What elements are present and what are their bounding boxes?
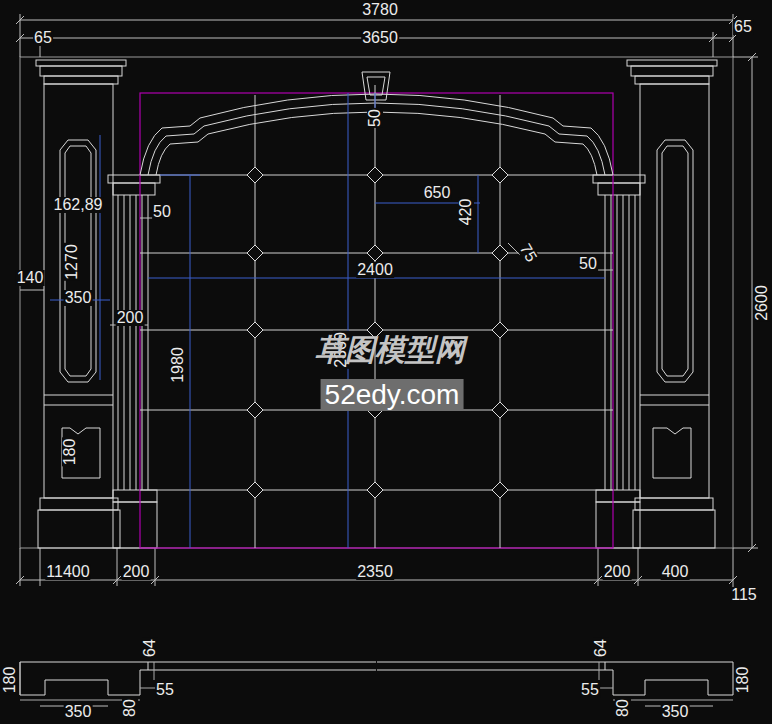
dimension-label: 2400: [356, 262, 394, 278]
dimension-label: 50: [578, 256, 598, 272]
dimension-label: 180: [2, 666, 18, 695]
dimension-label: 140: [16, 270, 45, 286]
dimension-label: 420: [458, 198, 474, 227]
dimension-label: 2600: [754, 284, 770, 322]
dimension-label: 3650: [361, 30, 399, 46]
dimension-label: 64: [142, 638, 158, 658]
dimension-label: 1980: [170, 346, 186, 384]
dimension-label: 350: [64, 704, 93, 720]
dimension-label: 75: [516, 240, 540, 265]
dimension-label: 65: [733, 19, 753, 35]
dimension-label: 350: [64, 290, 93, 306]
dimension-label: 650: [423, 185, 452, 201]
dimension-label: 200: [122, 564, 151, 580]
dimension-label: 55: [580, 682, 600, 698]
watermark: 草图模型网: [314, 335, 466, 365]
dimension-label: 55: [155, 682, 175, 698]
dimension-label: 11400: [45, 564, 90, 580]
dimension-label: 180: [735, 666, 751, 695]
dimension-label: 200: [116, 310, 145, 326]
dimension-label: 50: [152, 204, 172, 220]
dimension-label: 64: [593, 638, 609, 658]
dimension-label: 65: [33, 30, 53, 46]
dimension-label: 1270: [64, 243, 80, 281]
watermark: 52edy.com: [321, 379, 464, 411]
dimension-label: 80: [615, 698, 631, 718]
dimension-label: 200: [603, 564, 632, 580]
dimension-label: 80: [122, 698, 138, 718]
dimension-label: 115: [730, 587, 758, 603]
dimension-label: 350: [661, 704, 690, 720]
dimension-label: 180: [62, 438, 78, 467]
dimension-label: 50: [367, 108, 383, 128]
dimension-label: 3780: [361, 2, 399, 18]
dimension-label: 2350: [356, 564, 394, 580]
dimension-label: 400: [661, 564, 690, 580]
dimension-label: 162,89: [53, 197, 104, 213]
